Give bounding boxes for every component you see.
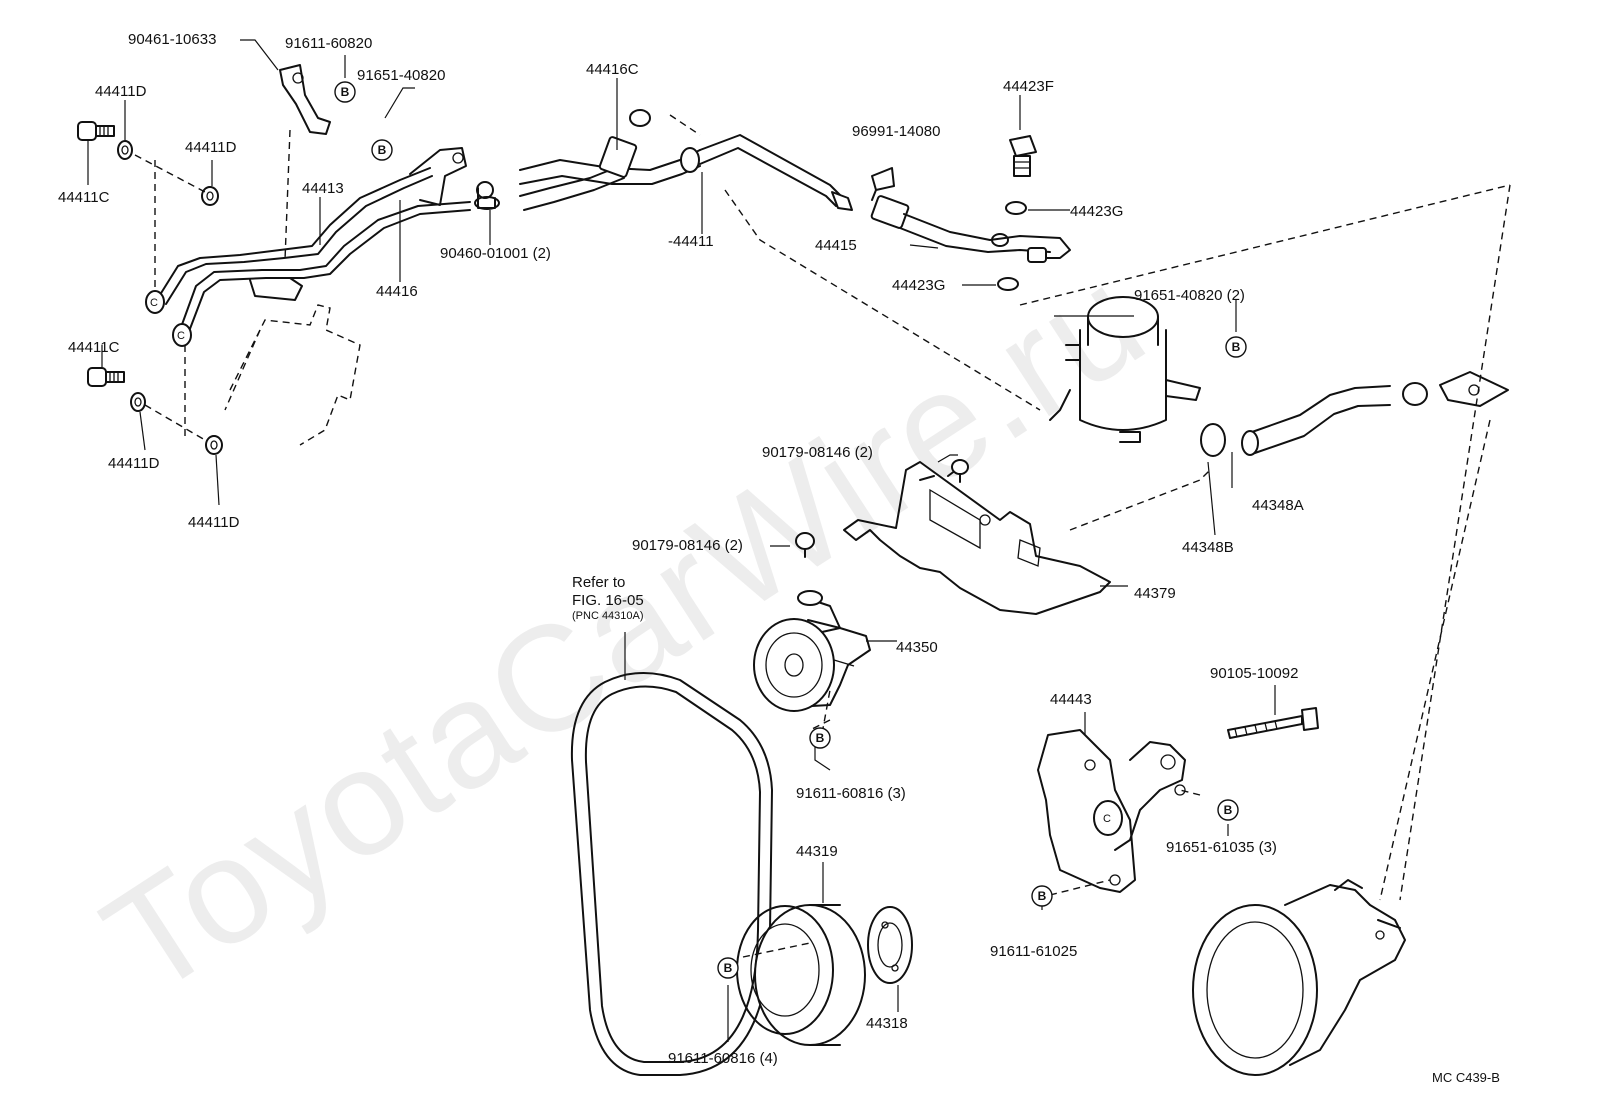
union-bolt-upper-drawing	[77, 121, 219, 206]
bolt-marker-1: B	[334, 81, 356, 103]
label-44423F: 44423F	[1003, 78, 1054, 95]
svg-text:B: B	[816, 731, 825, 745]
bolt-marker-2: B	[371, 139, 393, 161]
label-91611-60816-3: 91611-60816 (3)	[796, 785, 906, 802]
label-44413: 44413	[302, 180, 344, 197]
suction-hose-drawing	[1200, 371, 1509, 457]
watermark: ToyotaCarWire.ru	[76, 233, 1173, 1027]
label-44411D-d: 44411D	[188, 514, 240, 531]
label-44416C: 44416C	[586, 61, 639, 78]
bolt-marker-3: B	[1225, 336, 1247, 358]
svg-text:B: B	[1232, 340, 1241, 354]
svg-text:C: C	[177, 330, 185, 342]
label-90105-10092: 90105-10092	[1210, 665, 1298, 682]
label-90461-10633: 90461-10633	[128, 31, 216, 48]
label-44415: 44415	[815, 237, 857, 254]
label-91651-40820-2: 91651-40820 (2)	[1134, 287, 1245, 304]
bolt-marker-6: B	[1031, 885, 1053, 907]
label-44416: 44416	[376, 283, 418, 300]
label-44411C-a: 44411C	[58, 189, 110, 206]
label-44379: 44379	[1134, 585, 1176, 602]
clamp-bracket-drawing	[279, 64, 331, 135]
bolt-marker-7: B	[717, 957, 739, 979]
label-44411D-c: 44411D	[108, 455, 160, 472]
return-hose-drawing	[519, 109, 853, 211]
bolt-drawing-upper	[951, 459, 969, 483]
svg-text:B: B	[341, 85, 350, 99]
bolt-marker-5: B	[1217, 799, 1239, 821]
reference-note-line1: Refer to	[572, 574, 625, 591]
label-44348B: 44348B	[1182, 539, 1234, 556]
label-91651-61035: 91651-61035 (3)	[1166, 839, 1277, 856]
label-44411C-b: 44411C	[68, 339, 120, 356]
label-44411: -44411	[668, 233, 714, 250]
reservoir-tank-drawing	[1049, 296, 1201, 443]
label-44423G-a: 44423G	[1070, 203, 1123, 220]
bolt-drawing-lower	[795, 532, 815, 558]
drive-belt-drawing	[570, 671, 773, 1076]
label-90179-08146-b: 90179-08146 (2)	[632, 537, 743, 554]
svg-text:B: B	[1224, 803, 1233, 817]
label-91611-60816-4: 91611-60816 (4)	[668, 1050, 778, 1067]
bolt-marker-4: B	[809, 727, 831, 749]
pump-pulley-drawing	[1192, 879, 1406, 1076]
reference-note-line3: (PNC 44310A)	[572, 610, 644, 622]
label-44348A: 44348A	[1252, 497, 1304, 514]
svg-text:B: B	[378, 143, 387, 157]
pressure-tube-drawing: C C	[145, 147, 471, 347]
crank-pulley-drawing	[736, 904, 866, 1046]
svg-text:C: C	[150, 297, 158, 309]
label-90179-08146-a: 90179-08146 (2)	[762, 444, 873, 461]
svg-text:C: C	[1103, 813, 1111, 825]
label-44411D-a: 44411D	[95, 83, 147, 100]
label-91651-40820-top: 91651-40820	[357, 67, 445, 84]
label-91611-61025: 91611-61025	[990, 943, 1077, 960]
label-44423G-b: 44423G	[892, 277, 945, 294]
label-44318: 44318	[866, 1015, 908, 1032]
pressure-hose-drawing	[870, 195, 1071, 263]
clip-drawing	[871, 167, 895, 201]
pump-bracket-drawing: C	[1037, 729, 1186, 893]
label-91611-60820: 91611-60820	[285, 35, 372, 52]
diagram-code: MC C439-B	[1432, 1070, 1500, 1085]
label-90460-01001: 90460-01001 (2)	[440, 245, 551, 262]
union-bolt-lower-drawing	[87, 367, 223, 455]
reservoir-bracket-drawing	[843, 461, 1111, 615]
reference-note-line2: FIG. 16-05	[572, 592, 644, 609]
svg-text:B: B	[724, 961, 733, 975]
label-44443: 44443	[1050, 691, 1092, 708]
label-96991-14080: 96991-14080	[852, 123, 940, 140]
svg-text:B: B	[1038, 889, 1047, 903]
idler-pulley-drawing	[753, 590, 871, 712]
label-44350: 44350	[896, 639, 938, 656]
spacer-drawing	[867, 906, 913, 984]
hose-clamp-drawing	[474, 181, 500, 210]
label-44411D-b: 44411D	[185, 139, 237, 156]
long-bolt-drawing	[1227, 707, 1319, 739]
label-44319: 44319	[796, 843, 838, 860]
union-bolt-top-drawing	[997, 135, 1037, 291]
